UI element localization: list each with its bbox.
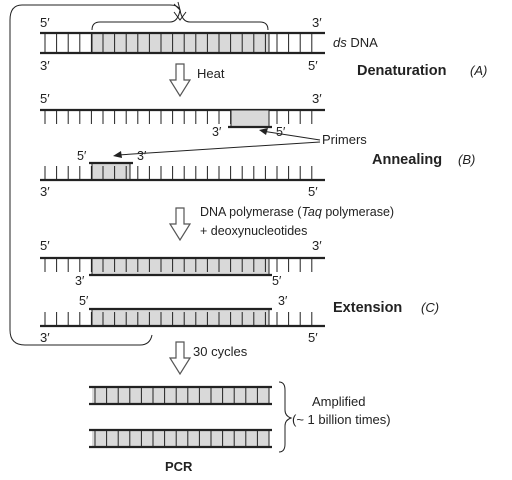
polymerase-label: DNA polymerase (Taq polymerase)	[200, 205, 394, 219]
label-3prime-s2: 3′	[40, 184, 50, 199]
amp-2-bases	[94, 430, 270, 447]
label-5prime-e1-new: 5′	[272, 274, 282, 288]
primers-pointer-1	[261, 130, 321, 141]
denatured-strand-2: 5′ 3′ 3′ 5′	[40, 149, 325, 199]
label-5prime-s2: 5′	[308, 184, 318, 199]
primer-1	[230, 109, 270, 128]
label-5prime-top-left: 5′	[40, 15, 50, 30]
ds-dna-top	[40, 31, 325, 55]
label-3prime-s1: 3′	[312, 91, 322, 106]
amplified-product-1	[89, 385, 272, 406]
amplified-brace	[278, 381, 293, 453]
cycles-arrow	[168, 341, 192, 376]
denaturation-label: Denaturation	[357, 63, 446, 79]
polymerase-arrow	[168, 207, 192, 242]
deoxynucleotides-label: + deoxynucleotides	[200, 224, 307, 238]
heat-arrow	[168, 63, 192, 98]
strand-1-bases	[44, 110, 313, 124]
label-3prime-primer2: 3′	[137, 149, 147, 163]
pcr-label: PCR	[165, 459, 193, 474]
primer-2	[91, 162, 131, 181]
amplified-label-1: Amplified	[312, 394, 365, 409]
brace-arrowhead	[173, 11, 187, 21]
label-3prime-top-right: 3′	[312, 15, 322, 30]
extension-label: Extension	[333, 300, 402, 316]
amplified-product-2	[89, 428, 272, 449]
e2-bases	[44, 312, 313, 326]
label-3prime-e1-new: 3′	[75, 274, 85, 288]
heat-label: Heat	[197, 66, 225, 81]
cycle-loop	[9, 4, 181, 346]
label-5prime-primer2: 5′	[77, 149, 87, 163]
label-5prime-e2: 5′	[308, 330, 318, 345]
label-5prime-e2-new: 5′	[79, 294, 89, 308]
base-pairs	[44, 33, 313, 53]
annealing-letter: (B)	[458, 152, 475, 167]
primers-pointer-2-head	[113, 151, 122, 158]
primers-label: Primers	[322, 132, 367, 147]
extension-letter: (C)	[421, 300, 439, 315]
label-5prime-e1: 5′	[40, 238, 50, 253]
label-5prime-bottom-right: 5′	[308, 58, 318, 73]
label-5prime-primer1: 5′	[276, 125, 286, 139]
extension-duplex-1: 5′ 3′ 3′ 5′	[40, 238, 325, 288]
cycles-label: 30 cycles	[193, 344, 248, 359]
e1-bases	[44, 258, 313, 272]
amp-1-fill	[92, 387, 269, 404]
ds-dna-label: ds DNA	[333, 35, 378, 50]
label-5prime-s1: 5′	[40, 91, 50, 106]
denaturation-letter: (A)	[470, 63, 487, 78]
annealing-label: Annealing	[372, 152, 442, 168]
primers-pointer-2	[117, 141, 321, 156]
label-3prime-bottom-left: 3′	[40, 58, 50, 73]
loop-arrowhead	[173, 1, 181, 12]
extension-duplex-2: 5′ 3′ 3′ 5′	[40, 294, 325, 345]
label-3prime-e2-new: 3′	[278, 294, 288, 308]
label-3prime-e2: 3′	[40, 330, 50, 345]
amplified-label-2: (~ 1 billion times)	[292, 412, 391, 427]
primers-pointer-1-head	[259, 128, 268, 135]
amp-2-fill	[92, 430, 269, 447]
denatured-strand-1: 5′ 3′ 3′ 5′	[40, 91, 325, 139]
label-3prime-e1: 3′	[312, 238, 322, 253]
amp-1-bases	[94, 387, 270, 404]
strand-2-bases	[44, 166, 313, 180]
label-3prime-primer1: 3′	[212, 125, 222, 139]
